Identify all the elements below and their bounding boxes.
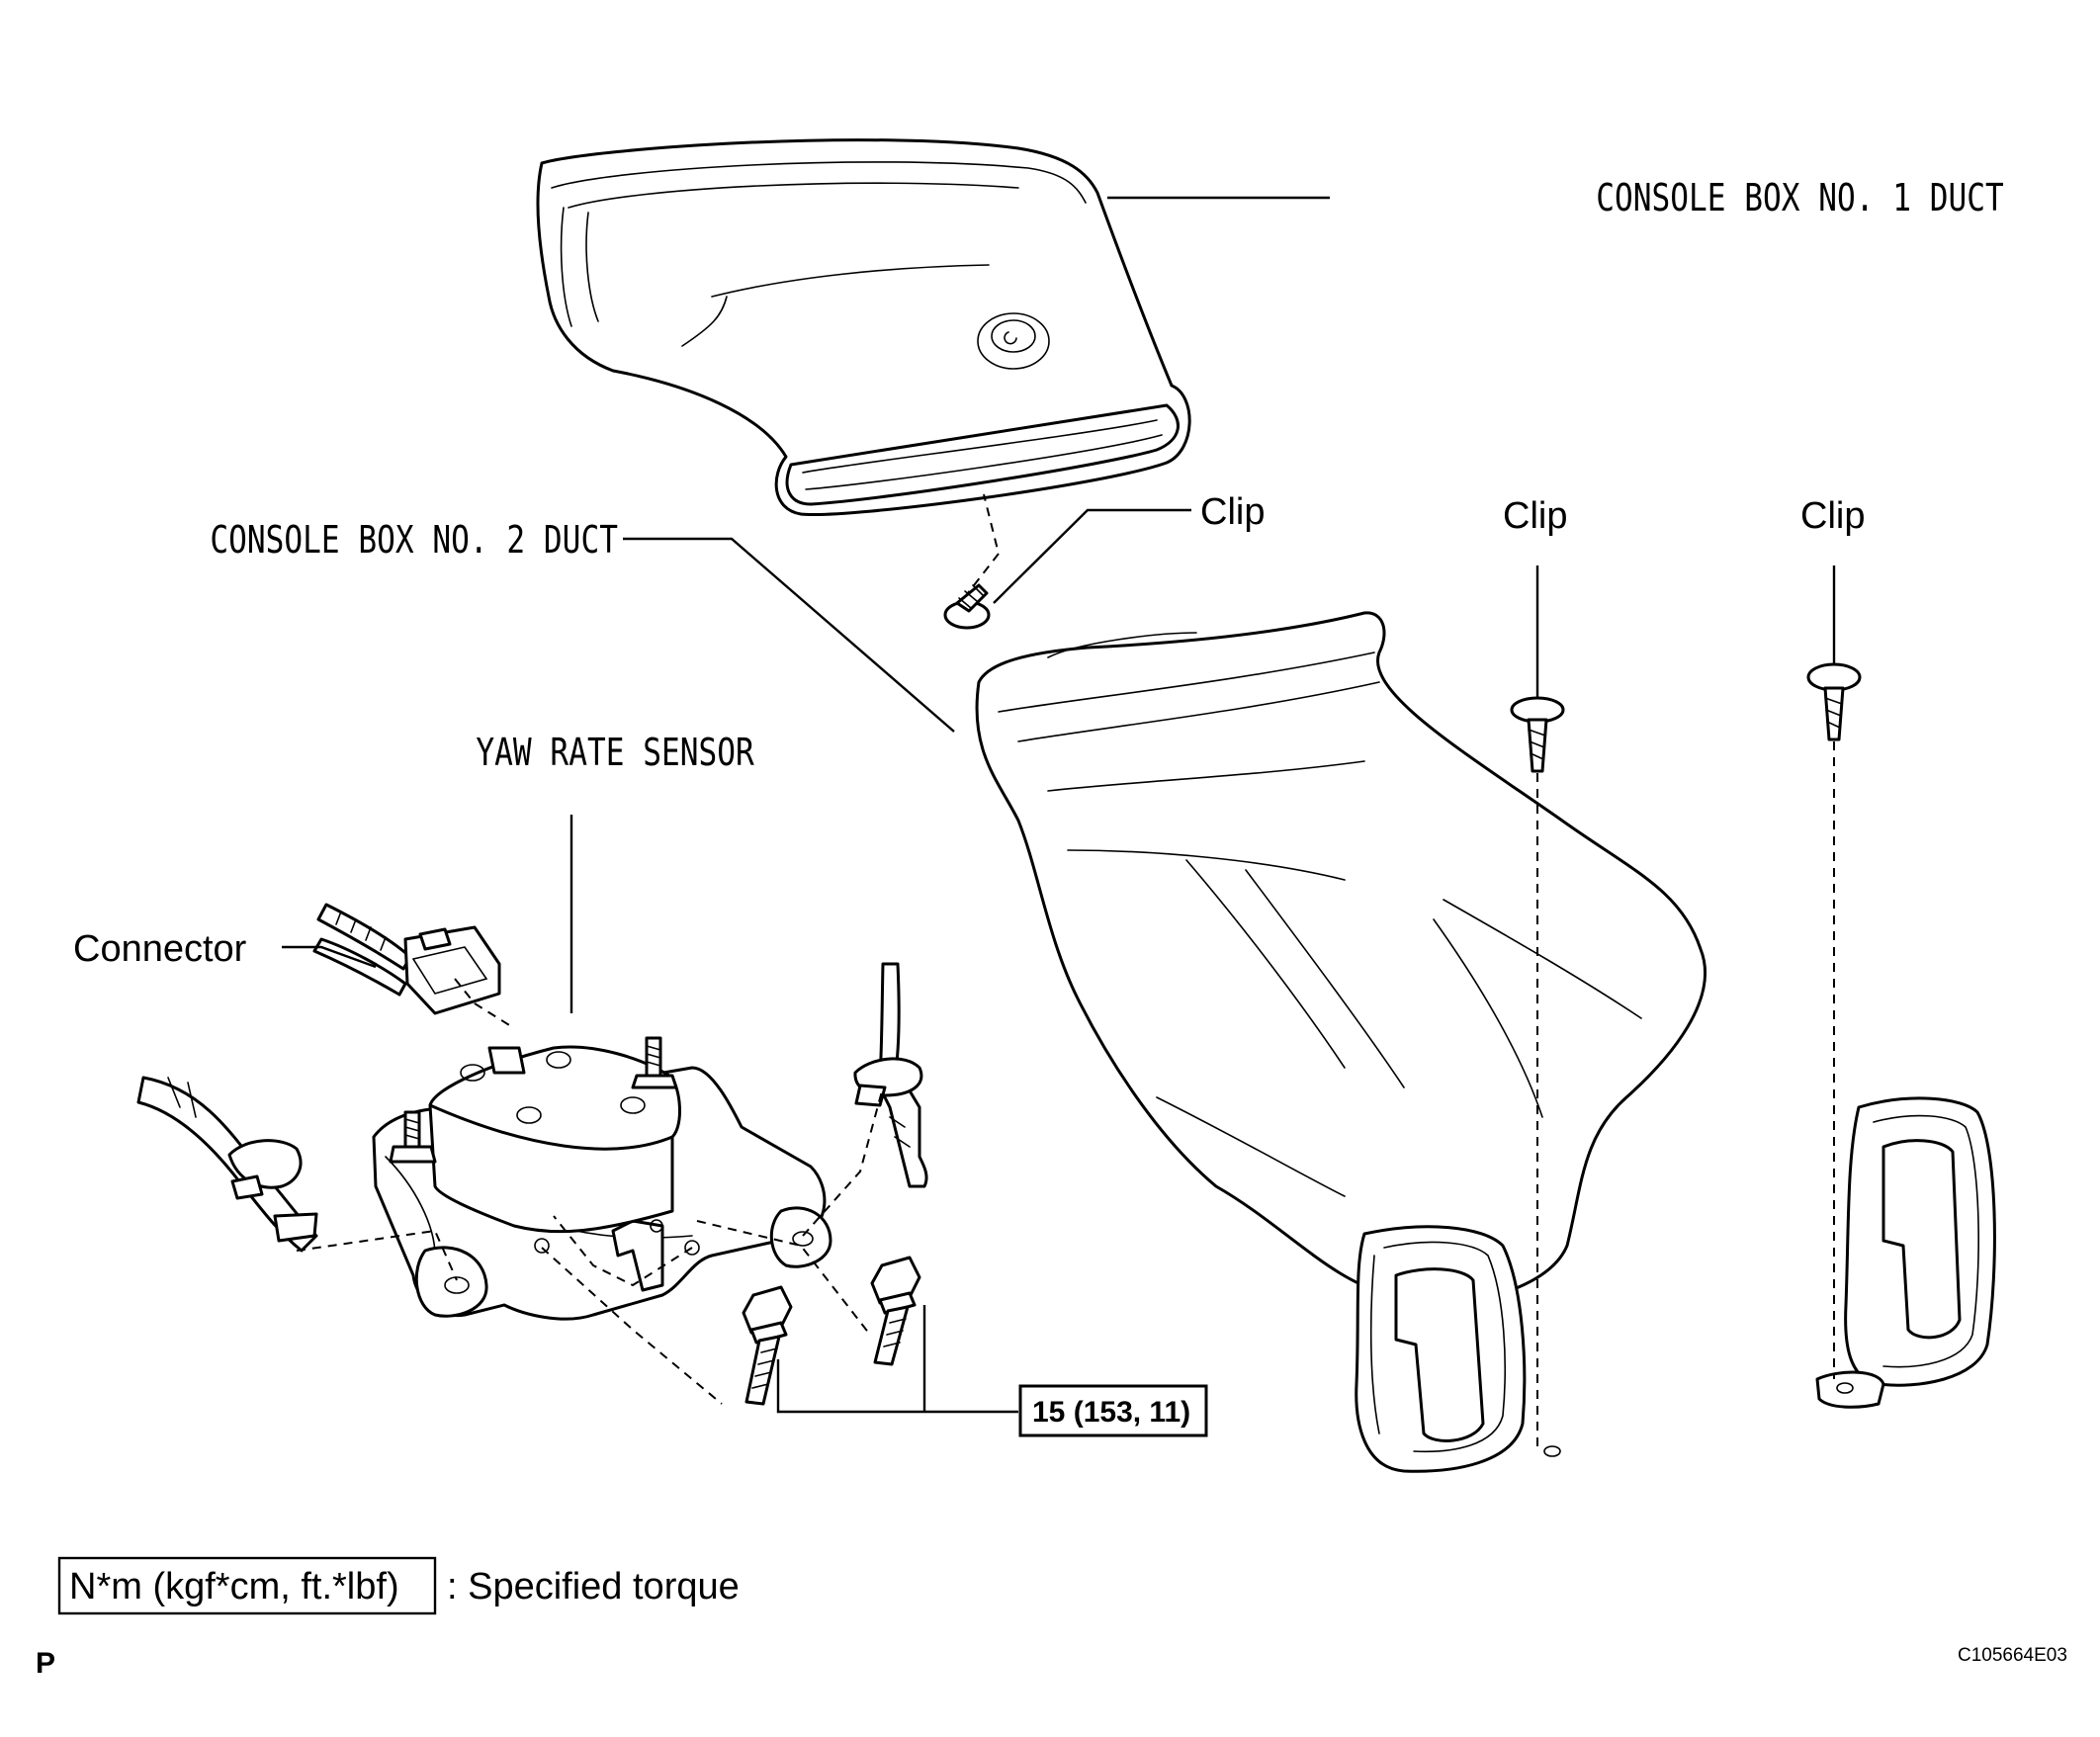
label-console-box-no1-duct: CONSOLE BOX NO. 1 DUCT	[1596, 177, 2004, 220]
wire-harness-right	[853, 962, 928, 1188]
torque-legend: N*m (kgf*cm, ft.*lbf) : Specified torque	[57, 1556, 740, 1615]
bolt-right	[870, 1256, 921, 1366]
clip-screw-1	[943, 583, 991, 630]
torque-value: 15 (153, 11)	[1032, 1396, 1190, 1429]
label-clip-2: Clip	[1503, 495, 1567, 537]
figure-id: C105664E03	[1958, 1645, 2067, 1666]
torque-spec-box: 15 (153, 11)	[1018, 1384, 1208, 1437]
clip-screw-3	[1806, 662, 1862, 741]
label-console-box-no2-duct: CONSOLE BOX NO. 2 DUCT	[210, 519, 618, 563]
yaw-rate-sensor-part	[372, 1036, 832, 1321]
footer-left-code: P	[36, 1647, 55, 1680]
wire-harness-left	[136, 1076, 318, 1253]
legend-description: : Specified torque	[447, 1566, 740, 1607]
label-yaw-rate-sensor: YAW RATE SENSOR	[476, 732, 753, 775]
legend-unit-box-text: N*m (kgf*cm, ft.*lbf)	[69, 1566, 399, 1607]
bolt-left	[742, 1285, 793, 1406]
label-connector: Connector	[73, 928, 247, 970]
clip-screw-2	[1510, 696, 1565, 773]
connector-part	[312, 903, 501, 1015]
assembly-dashed-lines	[296, 493, 1835, 1448]
label-clip-3: Clip	[1800, 495, 1865, 537]
label-clip-1: Clip	[1200, 491, 1265, 533]
leader-lines	[282, 196, 1836, 1414]
console-box-no1-duct-part	[536, 138, 1191, 516]
console-box-no2-duct-part	[975, 611, 1996, 1473]
